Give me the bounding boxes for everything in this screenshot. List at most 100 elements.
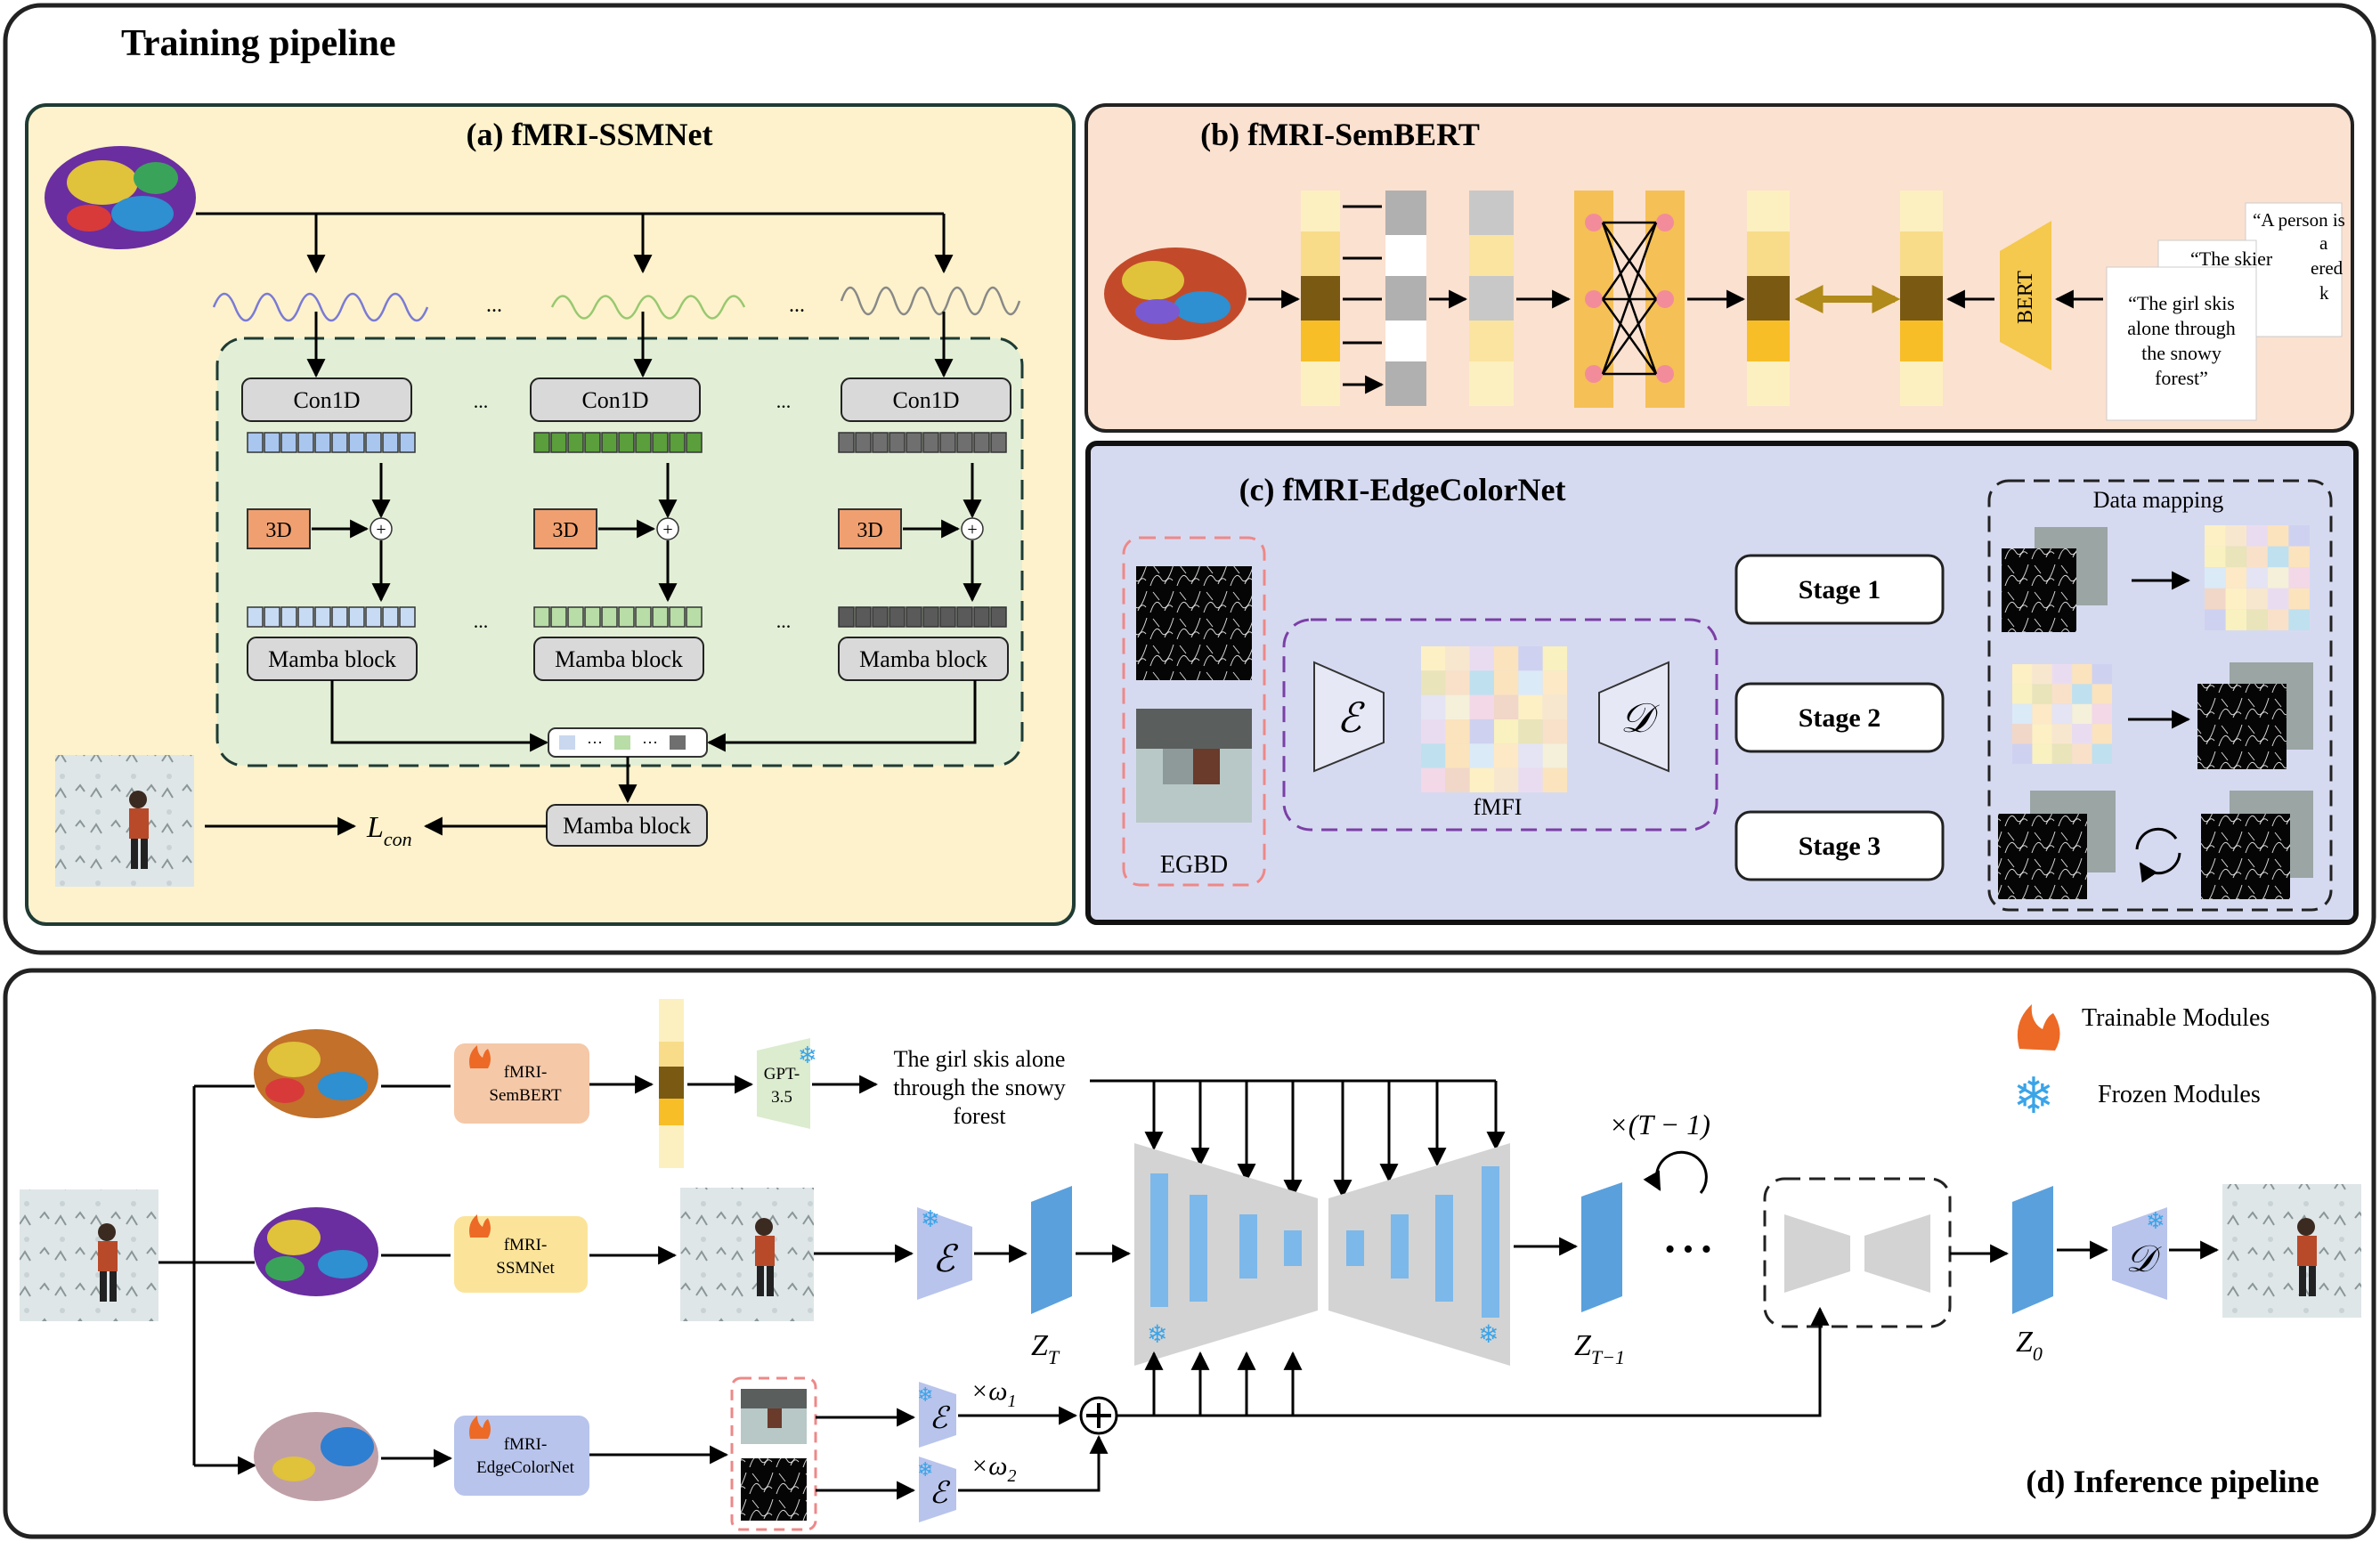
token-cell	[280, 606, 297, 628]
wave-ellipsis-2: ...	[789, 294, 805, 317]
token-cell	[533, 606, 550, 628]
token-cell	[399, 432, 416, 453]
branch-ellipsis: ...	[474, 610, 489, 632]
svg-text:fMRI-: fMRI-	[504, 1063, 548, 1082]
unet: ❄ ❄	[1134, 1143, 1510, 1366]
branch-2: Con1D 3D + Mamba block	[530, 377, 704, 681]
threed-label: 3D	[857, 519, 882, 542]
svg-text:alone through: alone through	[2127, 317, 2236, 339]
fire-icon	[469, 1416, 491, 1439]
token-row-dark-gray	[838, 606, 1007, 628]
svg-text:ℰ: ℰ	[930, 1402, 951, 1435]
token-cell	[872, 432, 889, 453]
svg-text:Stage 3: Stage 3	[1799, 832, 1881, 861]
svg-text:forest”: forest”	[2155, 367, 2208, 389]
token-cell	[348, 606, 365, 628]
token-cell	[652, 432, 669, 453]
token-cell	[382, 432, 399, 453]
token-cell	[314, 432, 331, 453]
token-row-blue	[247, 432, 416, 453]
token-cell	[872, 606, 889, 628]
svg-text:fMRI-: fMRI-	[504, 1236, 548, 1254]
fmfi-grid	[1421, 646, 1567, 792]
threed-block	[533, 508, 597, 549]
token-cell	[601, 606, 618, 628]
mamba-block	[533, 637, 704, 681]
repeat-dots: • • •	[1665, 1233, 1712, 1266]
vae-encoder	[917, 1207, 972, 1300]
branch-3: Con1D 3D + Mamba block	[838, 377, 1011, 681]
edge-map-image	[1136, 566, 1252, 680]
branch-1: Con1D 3D + Mamba block	[241, 377, 418, 681]
panel-c-title: (c) fMRI-EdgeColorNet	[1239, 472, 1566, 507]
token-cell	[939, 432, 956, 453]
stage-2: Stage 2	[1734, 682, 1945, 753]
legend-trainable: Trainable Modules	[2082, 1004, 2270, 1032]
wave-ellipsis-1: ...	[486, 294, 502, 317]
threed-label: 3D	[552, 519, 578, 542]
threed-label: 3D	[265, 519, 291, 542]
panel-c-edgecolornet: (c) fMRI-EdgeColorNet EGBD ℰ fMFI 𝒟 Stag…	[1085, 441, 2359, 925]
mamba-label: Mamba block	[268, 646, 396, 672]
egbd-label: EGBD	[1160, 851, 1228, 879]
svg-text:fMRI-: fMRI-	[504, 1435, 548, 1454]
egbd-box	[1122, 536, 1266, 887]
snowflake-icon: ❄	[2146, 1208, 2165, 1234]
branch-ellipsis: ...	[776, 390, 792, 412]
svg-text:the snowy: the snowy	[2141, 342, 2222, 364]
token-cell	[280, 432, 297, 453]
legend-frozen: Frozen Modules	[2098, 1081, 2261, 1108]
token-cell	[855, 606, 872, 628]
token-cell	[618, 432, 635, 453]
token-cell	[567, 432, 584, 453]
edgecolornet-module: fMRI- EdgeColorNet	[454, 1416, 589, 1496]
conv1d-block	[530, 377, 701, 422]
svg-text:GPT-: GPT-	[764, 1065, 800, 1083]
token-cell	[618, 606, 635, 628]
legend: Trainable Modules ❄ Frozen Modules	[2013, 1004, 2270, 1124]
caption-line-3: forest	[953, 1103, 1006, 1129]
stage-1: Stage 1	[1734, 554, 1945, 625]
token-cell	[635, 432, 652, 453]
embedding-column-1	[1301, 191, 1340, 406]
token-cell	[990, 606, 1007, 628]
token-cell	[601, 432, 618, 453]
token-cell	[922, 606, 939, 628]
token-cell	[855, 432, 872, 453]
svg-text:+: +	[662, 520, 672, 540]
encoder-shape	[1313, 661, 1385, 773]
zt-latent	[1031, 1186, 1072, 1314]
brain-row-3	[254, 1412, 378, 1501]
token-cell	[889, 606, 906, 628]
token-cell	[584, 432, 601, 453]
token-cell	[247, 432, 264, 453]
transformer-block	[1574, 191, 1685, 408]
fmfi-box	[1282, 618, 1718, 832]
token-cell	[906, 432, 922, 453]
token-cell	[669, 606, 686, 628]
threed-block	[247, 508, 311, 549]
token-cell	[990, 432, 1007, 453]
token-cell	[939, 606, 956, 628]
token-row-light-green	[533, 606, 703, 628]
data-mapping-title: Data mapping	[2093, 487, 2224, 513]
fire-icon	[469, 1045, 491, 1068]
gpt-module	[757, 1038, 810, 1129]
ssm-branches-container	[215, 337, 1024, 767]
embedding-column-2	[1469, 191, 1514, 406]
edge-map-small	[741, 1458, 807, 1521]
signal-wave-blue	[212, 292, 429, 322]
control-arrows	[1144, 1351, 1303, 1416]
fire-icon	[469, 1214, 491, 1238]
snowflake-icon: ❄	[1478, 1321, 1499, 1349]
mamba-block	[838, 637, 1009, 681]
conv1d-block	[841, 377, 1011, 422]
z0-label: Z0	[2016, 1326, 2043, 1365]
token-cell	[533, 432, 550, 453]
semantic-embedding	[659, 999, 684, 1168]
snowflake-icon: ❄	[921, 1206, 940, 1232]
token-cell	[922, 432, 939, 453]
weight-w1: ×ω1	[971, 1376, 1016, 1411]
mapping-row-3	[1998, 791, 2313, 899]
